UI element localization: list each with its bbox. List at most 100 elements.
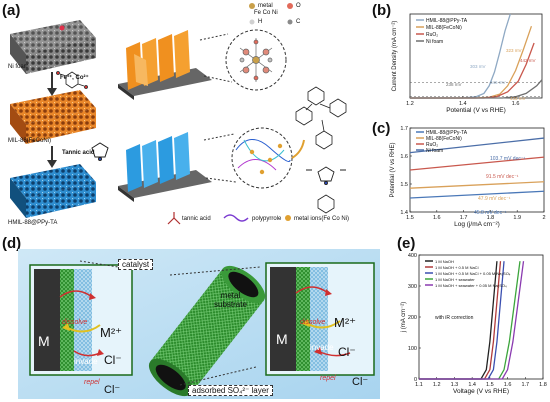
x-tick-label: 1.9 — [513, 215, 521, 221]
ni-foam-slab — [10, 20, 96, 74]
atom-h-label: H — [258, 19, 263, 25]
legend-tannic-label: tannic acid — [182, 216, 211, 222]
pyrrole-chain-icon — [306, 166, 346, 185]
cl-left-2: Cl⁻ — [104, 384, 121, 396]
atom-o-label: O — [296, 3, 301, 9]
legend-label-3: 1 M NaOH + seawater — [435, 277, 475, 282]
pyrrole-icon — [91, 142, 109, 161]
x-tick-label: 1.4 — [459, 101, 467, 107]
x-tick-label: 1.8 — [487, 215, 495, 221]
tafel-label-2: 47.9 mV dec⁻¹ — [478, 196, 511, 202]
reagent-label: Fe³⁺, Co²⁺ — [60, 75, 89, 81]
tafel-label-0: 103.7 mV dec⁻¹ — [490, 156, 525, 162]
x-tick-label: 1.2 — [406, 101, 414, 107]
dissolve-right: dissolve — [300, 319, 326, 326]
tannic-acid-label: Tannic acid — [62, 150, 95, 156]
series-line-3 — [410, 79, 543, 99]
annotation-b-4: 346 mV — [490, 80, 506, 85]
y-tick-label: 1.5 — [400, 182, 408, 188]
legend-label-3: Ni foam — [426, 148, 443, 154]
annotation-b-0: 303 mV — [470, 64, 486, 69]
m2plus-right: M²⁺ — [334, 315, 357, 330]
m2plus-left: M²⁺ — [100, 325, 123, 340]
y-tick-label: 200 — [408, 315, 417, 321]
x-tick-label: 1.5 — [406, 215, 414, 221]
series-line-4 — [419, 261, 525, 380]
plot-frame — [409, 13, 543, 99]
x-tick-label: 1.6 — [433, 215, 441, 221]
atom-metals-label: Fe Co Ni — [254, 10, 278, 16]
panel-a-letter: (a) — [2, 2, 21, 19]
metal-substrate-label: metal substrate — [214, 291, 247, 309]
invade-right: invade — [310, 343, 334, 352]
panel-a: (a) — [0, 0, 368, 232]
hmil-foam-slab — [10, 164, 96, 218]
legend-label-4: 1 M NaOH + seawater + 0.05 M Na₂SO₄ — [435, 283, 507, 288]
x-tick-label: 1.1 — [415, 382, 423, 388]
ir-correction-label: with iR correction — [435, 315, 474, 321]
ni-foam-label: Ni foam — [8, 64, 29, 70]
linker-molecule-icon — [56, 71, 88, 89]
mil-foam-slab — [10, 90, 96, 144]
x-tick-label: 1.4 — [468, 382, 476, 388]
panel-d-illustration — [18, 249, 380, 399]
atom-c-label: C — [296, 19, 301, 25]
y-axis-label: Current Density (mA cm⁻²) — [392, 21, 398, 92]
series-line-3 — [409, 137, 545, 154]
annotation-b-1: 323 mV — [506, 48, 522, 53]
x-axis-label: Log (j/mA cm⁻²) — [454, 221, 500, 228]
metal-ion-legend-icon — [285, 215, 291, 221]
legend-label-3: Ni foam — [426, 39, 443, 45]
legend-label-2: 1 M NaOH + 0.5 M NaCl + 0.05 M Na₂SO₄ — [435, 271, 511, 276]
x-tick-label: 1.6 — [504, 382, 512, 388]
tannic-acid-structure-icon — [295, 86, 347, 150]
cl-right-1: Cl⁻ — [338, 345, 356, 359]
legend-label-2: RuO₂ — [426, 32, 438, 38]
plot-frame — [418, 254, 544, 380]
x-axis-label: Potential (V vs RHE) — [446, 107, 506, 114]
legend-label-0: 1 M NaOH — [435, 259, 454, 264]
y-tick-label: 0 — [414, 377, 417, 383]
x-tick-label: 1.5 — [486, 382, 494, 388]
orange-nanosheet-array — [118, 30, 212, 100]
cl-left-1: Cl⁻ — [104, 353, 122, 367]
y-axis-label: j (mA cm⁻²) — [401, 302, 407, 334]
legend-metal-ions-label: metal ions(Fe Co Ni) — [294, 216, 350, 222]
catalyst-label: catalyst — [118, 259, 154, 270]
legend-label-2: RuO₂ — [426, 142, 438, 148]
panel-a-illustration — [10, 3, 347, 225]
plot-frame — [409, 127, 545, 213]
y-tick-label: 1.6 — [400, 154, 408, 160]
panel-d: (d) — [0, 235, 395, 402]
metal-M-left: M — [38, 333, 50, 349]
annotation-b-3: 238 mV — [446, 82, 462, 87]
series-line-1 — [409, 181, 545, 189]
mof-structure-icon — [239, 38, 273, 82]
y-tick-label: 300 — [408, 284, 417, 290]
annotation-b-2: 442 mV — [520, 58, 536, 63]
adsorbed-layer-label: adsorbed SO₄²⁻ layer — [188, 385, 273, 396]
tannic-acid-legend-icon — [167, 212, 181, 225]
repel-left: repel — [84, 379, 100, 386]
repel-right: repel — [320, 375, 336, 382]
x-axis-label: Voltage (V vs RHE) — [453, 388, 509, 395]
mil-label: MIL-88(FeCoNi) — [8, 138, 52, 144]
legend-label-0: HMIL-88@PPy-TA — [426, 130, 468, 136]
y-tick-label: 1.7 — [400, 126, 408, 132]
atom-metal-label: metal — [258, 3, 273, 9]
y-tick-label: 100 — [408, 346, 417, 352]
catalyst-tube-icon — [148, 265, 266, 397]
x-tick-label: 1.3 — [451, 382, 459, 388]
tafel-label-3: 45.8 mV dec⁻¹ — [474, 210, 507, 216]
y-axis-label: Potential (V vs RHE) — [390, 142, 396, 197]
hmil-label: HMIL-88@PPy-TA — [8, 220, 58, 226]
dissolve-left: dissolve — [62, 319, 88, 326]
metal-M-right: M — [276, 331, 288, 347]
invade-left: invade — [74, 357, 98, 366]
x-tick-label: 1.7 — [460, 215, 468, 221]
